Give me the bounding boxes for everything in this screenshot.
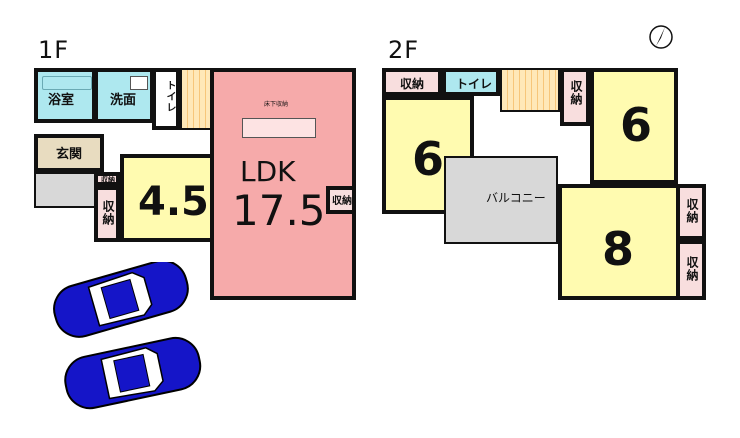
balcony-label: バルコニー <box>486 191 546 205</box>
storage-top-2f: 収納 <box>382 68 442 96</box>
balcony: バルコニー <box>444 156 558 244</box>
storage-mid-label: 収納 <box>569 80 583 106</box>
washroom-label: 洗面 <box>110 93 137 108</box>
storage-small-1f: 収納 <box>94 172 120 186</box>
toilet-1f: トイレ <box>152 68 180 130</box>
room-6-left-size: 6 <box>412 132 445 186</box>
toilet-2f-label: トイレ <box>456 77 493 91</box>
room-8: 8 <box>558 184 680 300</box>
room-4-5: 4.5 <box>120 154 214 242</box>
ldk-size: 17.5 <box>232 186 326 235</box>
storage-top-label: 収納 <box>400 77 425 91</box>
storage-right-top-2f: 収納 <box>676 184 706 240</box>
ldk: 床下収納 LDK 17.5 <box>210 68 356 300</box>
car-icon <box>64 336 202 410</box>
washroom: 洗面 <box>94 68 154 123</box>
floor-label-2f: 2F <box>388 36 420 64</box>
staircase-1f <box>180 68 212 130</box>
room-6-right-size: 6 <box>620 98 653 152</box>
storage-left-label: 収納 <box>101 200 115 226</box>
room-8-size: 8 <box>602 222 635 276</box>
bathroom: 浴室 <box>34 68 96 123</box>
toilet-2f: トイレ <box>442 68 500 96</box>
north-arrow-icon <box>649 25 673 49</box>
car-icon <box>53 262 189 338</box>
room-6-left: 6 <box>382 96 474 214</box>
storage-ldk-label: 収納 <box>332 196 352 207</box>
storage-right-top-label: 収納 <box>685 198 699 224</box>
floor-label-1f: 1F <box>38 36 70 64</box>
staircase-2f <box>500 68 560 112</box>
storage-ldk: 収納 <box>326 186 356 214</box>
room-6-right: 6 <box>590 68 678 184</box>
storage-right-bottom-2f: 収納 <box>676 240 706 300</box>
bathtub <box>42 76 92 90</box>
storage-small-label: 収納 <box>101 176 115 184</box>
parking-area <box>53 262 202 410</box>
porch <box>34 172 98 208</box>
bath-label: 浴室 <box>48 93 75 108</box>
entrance: 玄関 <box>34 134 104 172</box>
toilet-1f-label: トイレ <box>164 80 175 113</box>
room-4-5-size: 4.5 <box>138 179 209 225</box>
storage-left-1f: 収納 <box>94 186 120 242</box>
ldk-label: LDK <box>240 155 296 188</box>
underfloor-storage-label: 床下収納 <box>264 101 289 108</box>
entrance-label: 玄関 <box>56 147 83 162</box>
kitchen-counter <box>242 118 316 138</box>
storage-mid-2f: 収納 <box>560 68 590 126</box>
storage-right-bottom-label: 収納 <box>685 256 699 282</box>
sink <box>130 76 148 90</box>
